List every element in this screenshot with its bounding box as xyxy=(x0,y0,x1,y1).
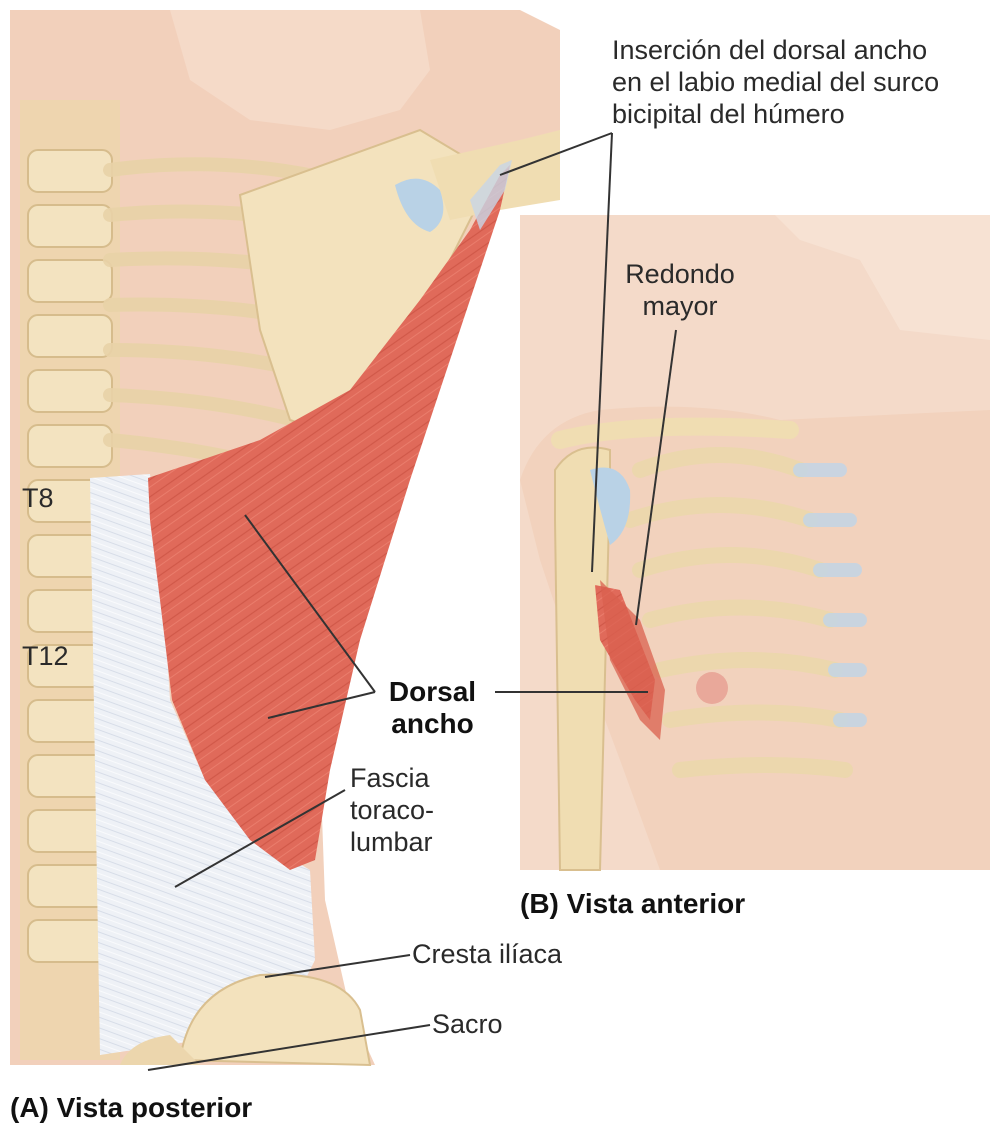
teres-major-label-line-2: mayor xyxy=(610,290,750,322)
t12-label: T12 xyxy=(22,640,69,672)
teres-major-label: Redondo mayor xyxy=(610,258,750,322)
fascia-label-line-1: Fascia xyxy=(350,762,434,794)
insertion-label: Inserción del dorsal ancho en el labio m… xyxy=(612,34,939,130)
caption-anterior-view: (B) Vista anterior xyxy=(520,888,745,920)
posterior-view-panel xyxy=(10,10,560,1065)
latissimus-label: Dorsal ancho xyxy=(375,676,490,740)
iliac-crest-label: Cresta ilíaca xyxy=(412,938,562,970)
latissimus-label-line-2: ancho xyxy=(375,708,490,740)
insertion-label-line-1: Inserción del dorsal ancho xyxy=(612,34,939,66)
latissimus-label-line-1: Dorsal xyxy=(375,676,490,708)
fascia-label-line-3: lumbar xyxy=(350,826,434,858)
fascia-label: Fascia toraco- lumbar xyxy=(350,762,434,858)
anterior-view-panel xyxy=(520,215,990,870)
fascia-label-line-2: toraco- xyxy=(350,794,434,826)
insertion-label-line-3: bicipital del húmero xyxy=(612,98,939,130)
sacrum-label: Sacro xyxy=(432,1008,503,1040)
nipple xyxy=(696,672,728,704)
caption-posterior-view: (A) Vista posterior xyxy=(10,1092,252,1124)
t8-label: T8 xyxy=(22,482,54,514)
teres-major-label-line-1: Redondo xyxy=(610,258,750,290)
insertion-label-line-2: en el labio medial del surco xyxy=(612,66,939,98)
